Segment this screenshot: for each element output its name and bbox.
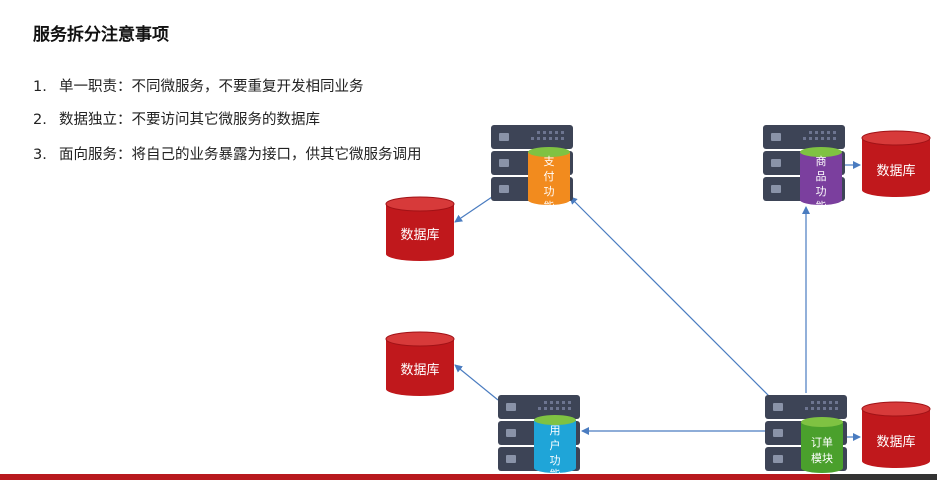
point-2: 2. 数据独立：不要访问其它微服务的数据库 (33, 108, 320, 129)
service-label: 商 (816, 154, 827, 168)
arrow-order-to-pay (569, 196, 771, 398)
service-label: 能 (816, 199, 827, 213)
service-label: 模块 (811, 452, 833, 465)
service-label: 能 (544, 199, 555, 213)
service-label: 功 (544, 185, 555, 198)
point-text: 面向服务：将自己的业务暴露为接口，供其它微服务调用 (59, 147, 422, 163)
database-label: 数据库 (400, 227, 439, 243)
point-number: 2. (33, 112, 47, 128)
arrow-pay-to-db (454, 196, 493, 223)
point-text: 单一职责：不同微服务，不要重复开发相同业务 (59, 79, 364, 95)
service-label: 户 (550, 438, 561, 452)
service-label: 付 (544, 170, 555, 183)
arrow-user-to-db (454, 364, 499, 401)
service-pay: 支 付 功 能 (491, 125, 573, 213)
point-1: 1. 单一职责：不同微服务，不要重复开发相同业务 (33, 75, 364, 96)
service-label: 品 (816, 170, 827, 183)
service-label: 用 (550, 424, 561, 437)
service-order: 订单 模块 (765, 395, 847, 473)
service-label: 订单 (811, 436, 833, 449)
point-number: 3. (33, 147, 47, 163)
service-product: 商 品 功 能 (763, 125, 845, 213)
database-left-top: 数据库 (385, 196, 455, 261)
point-3: 3. 面向服务：将自己的业务暴露为接口，供其它微服务调用 (33, 143, 422, 164)
database-left-middle: 数据库 (385, 331, 455, 396)
service-label: 功 (816, 185, 827, 198)
service-label: 能 (550, 467, 561, 480)
database-right-top: 数据库 (861, 130, 931, 197)
database-label: 数据库 (876, 163, 915, 179)
page-title: 服务拆分注意事项 (33, 25, 169, 45)
service-label: 支 (544, 155, 555, 168)
database-label: 数据库 (400, 362, 439, 378)
database-right-bottom: 数据库 (861, 401, 931, 468)
service-label: 功 (550, 454, 561, 467)
point-text: 数据独立：不要访问其它微服务的数据库 (59, 112, 320, 128)
service-user: 用 户 功 能 (498, 395, 580, 480)
point-number: 1. (33, 79, 47, 95)
connections (454, 161, 861, 441)
footer-dark-bar (830, 474, 937, 480)
database-label: 数据库 (876, 434, 915, 450)
footer-accent-bar (0, 474, 830, 480)
